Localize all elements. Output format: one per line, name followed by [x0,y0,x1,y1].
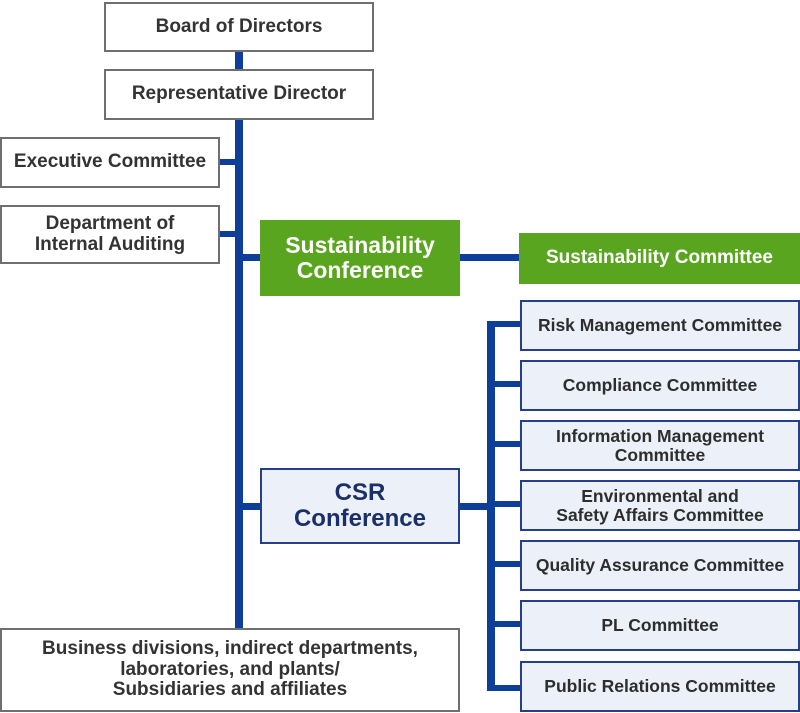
connector-executive [218,159,238,165]
risk-management-committee-box: Risk Management Committee [520,300,800,351]
environmental-safety-committee-box: Environmental and Safety Affairs Committ… [520,480,800,531]
connector-committee-2 [491,381,523,387]
main-vertical-connector [235,119,243,630]
information-management-committee-box: Information Management Committee [520,420,800,471]
quality-assurance-committee-box: Quality Assurance Committee [520,540,800,591]
csr-conference-box: CSR Conference [260,468,460,544]
connector-sustainability-committee [459,254,521,261]
business-units-box: Business divisions, indirect departments… [0,628,460,712]
connector-sustainability-conference [238,254,262,261]
compliance-committee-box: Compliance Committee [520,360,800,411]
executive-committee-box: Executive Committee [0,137,220,188]
sustainability-conference-box: Sustainability Conference [260,220,460,296]
pl-committee-box: PL Committee [520,600,800,651]
connector-internal-auditing [218,231,238,237]
connector-csr-to-committees [459,503,493,510]
connector-committee-5 [491,561,523,567]
public-relations-committee-box: Public Relations Committee [520,661,800,712]
board-of-directors-box: Board of Directors [104,2,374,52]
internal-auditing-box: Department of Internal Auditing [0,205,220,264]
sustainability-committee-box: Sustainability Committee [519,233,800,284]
connector-board-to-rep [235,50,243,70]
connector-committee-1 [487,321,523,327]
connector-committee-6 [491,621,523,627]
representative-director-box: Representative Director [104,69,374,120]
connector-committee-4 [491,501,523,507]
connector-csr-conference [238,503,262,510]
connector-committee-3 [491,441,523,447]
connector-committee-7 [487,685,523,691]
